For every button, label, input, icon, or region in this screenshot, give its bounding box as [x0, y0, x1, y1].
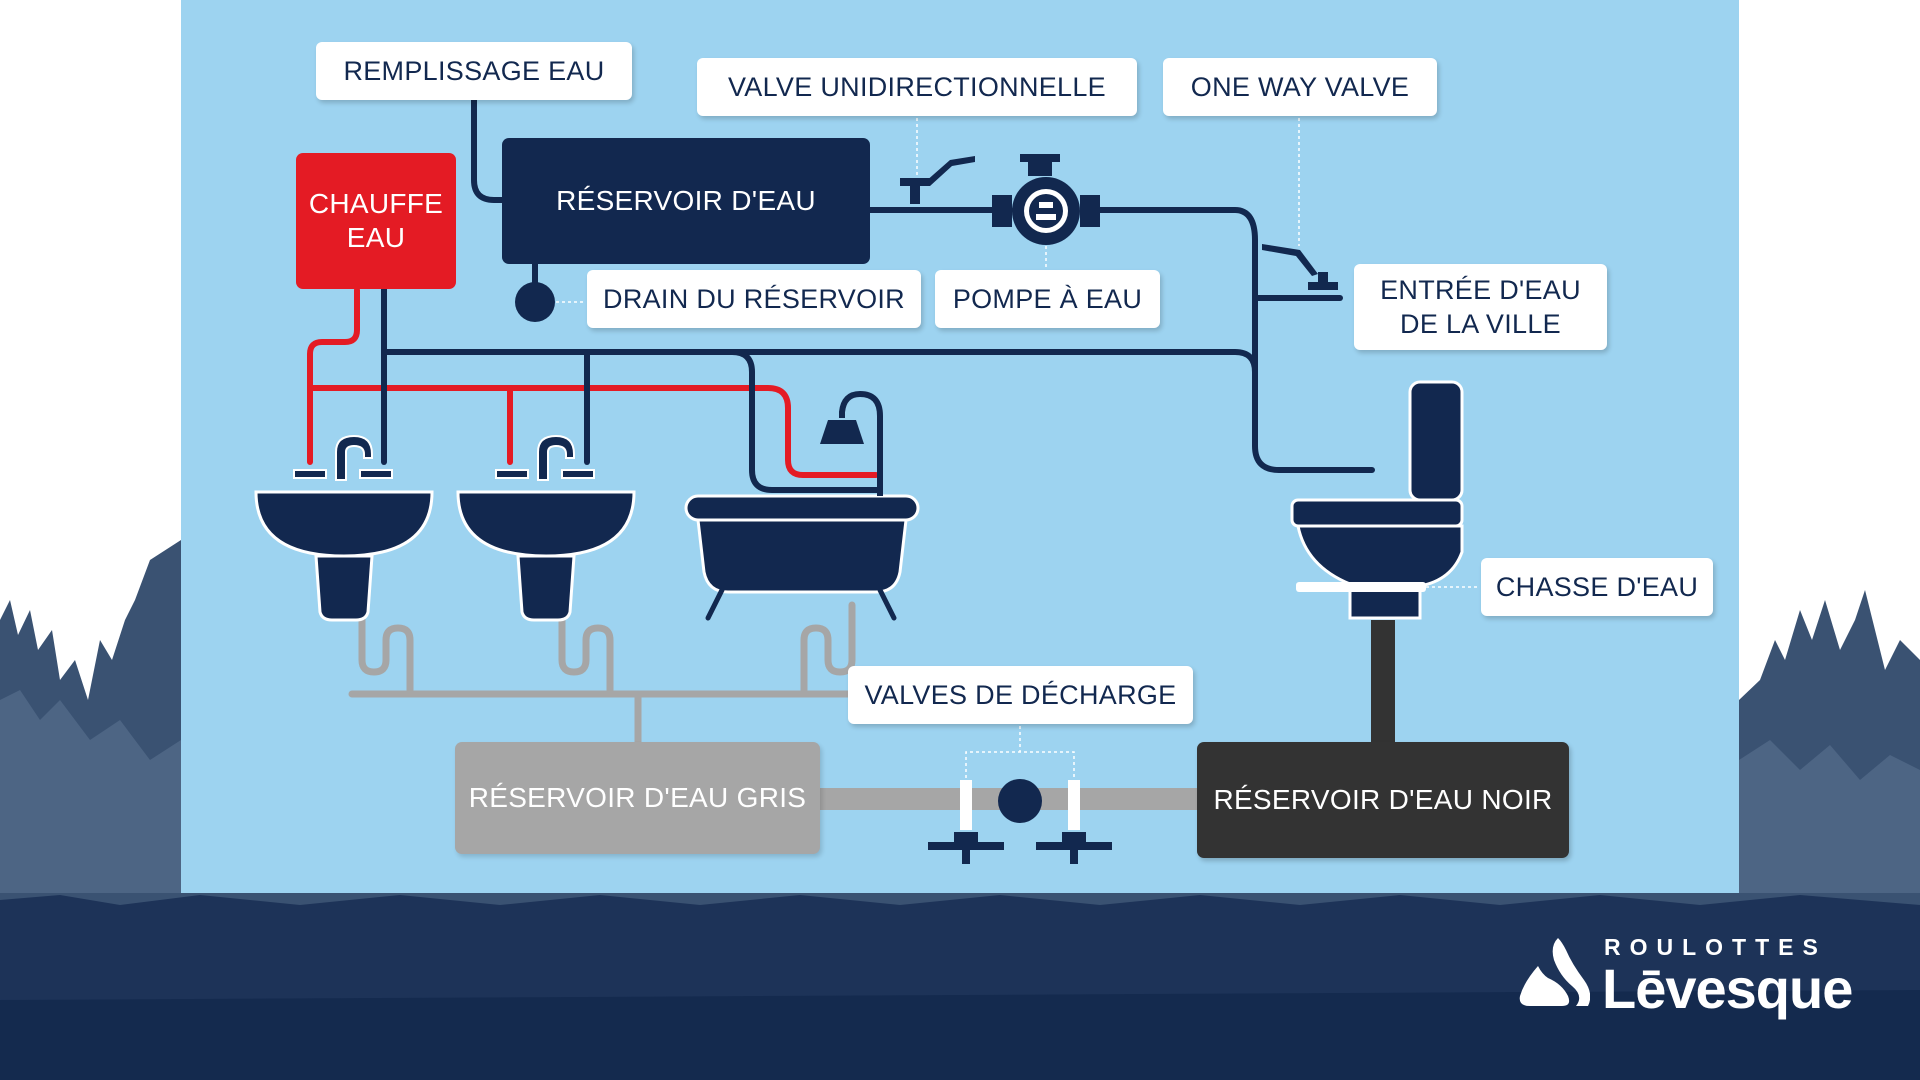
- label-pompe-eau: POMPE À EAU: [935, 270, 1160, 328]
- label-one-way-valve: ONE WAY VALVE: [1163, 58, 1437, 116]
- valve-icon: [1036, 780, 1112, 864]
- valve-icon: [900, 156, 975, 204]
- label-text: REMPLISSAGE EAU: [343, 56, 605, 86]
- label-text: ONE WAY VALVE: [1190, 72, 1410, 102]
- label-text: VALVES DE DÉCHARGE: [864, 680, 1177, 710]
- valve-icon: [1262, 244, 1338, 290]
- reservoir-eau-box: RÉSERVOIR D'EAU: [502, 138, 870, 264]
- label-text: VALVE UNIDIRECTIONNELLE: [728, 72, 1106, 102]
- label-text: CHASSE D'EAU: [1495, 572, 1699, 602]
- shower-head-icon: [820, 390, 883, 496]
- label-remplissage-eau: REMPLISSAGE EAU: [316, 42, 632, 100]
- box-text: RÉSERVOIR D'EAU GRIS: [468, 782, 807, 813]
- water-pump-icon: [992, 154, 1100, 245]
- brand-top-text: ROULOTTES: [1604, 934, 1827, 960]
- box-text: RÉSERVOIR D'EAU NOIR: [1213, 784, 1553, 815]
- logo-drop-icon: [1519, 938, 1590, 1006]
- label-text: DE LA VILLE: [1400, 309, 1561, 339]
- box-text: EAU: [346, 222, 406, 253]
- label-valves-decharge: VALVES DE DÉCHARGE: [848, 666, 1193, 724]
- drain-icon: [515, 282, 555, 322]
- reservoir-eau-gris-box: RÉSERVOIR D'EAU GRIS: [455, 742, 820, 854]
- reservoir-eau-noir-box: RÉSERVOIR D'EAU NOIR: [1197, 742, 1569, 858]
- box-text: RÉSERVOIR D'EAU: [556, 185, 816, 216]
- toilet-icon: [1290, 380, 1464, 620]
- label-text: ENTRÉE D'EAU: [1380, 275, 1581, 305]
- label-drain-reservoir: DRAIN DU RÉSERVOIR: [587, 270, 921, 328]
- sink-icon: [254, 434, 434, 622]
- brand-main-text: Lēvesque: [1602, 957, 1853, 1020]
- label-chasse-eau: CHASSE D'EAU: [1481, 558, 1713, 616]
- label-valve-unidirectionnelle: VALVE UNIDIRECTIONNELLE: [697, 58, 1137, 116]
- chauffe-eau-box: CHAUFFE EAU: [296, 153, 456, 289]
- box-text: CHAUFFE: [308, 188, 444, 219]
- brand-logo: ROULOTTES Lēvesque: [1514, 930, 1864, 1020]
- label-entree-eau-ville: ENTRÉE D'EAU DE LA VILLE: [1354, 264, 1607, 350]
- bathtub-icon: [684, 494, 920, 621]
- valve-icon: [928, 780, 1004, 864]
- label-text: POMPE À EAU: [952, 284, 1143, 314]
- sink-icon: [456, 434, 636, 622]
- label-text: DRAIN DU RÉSERVOIR: [603, 284, 905, 314]
